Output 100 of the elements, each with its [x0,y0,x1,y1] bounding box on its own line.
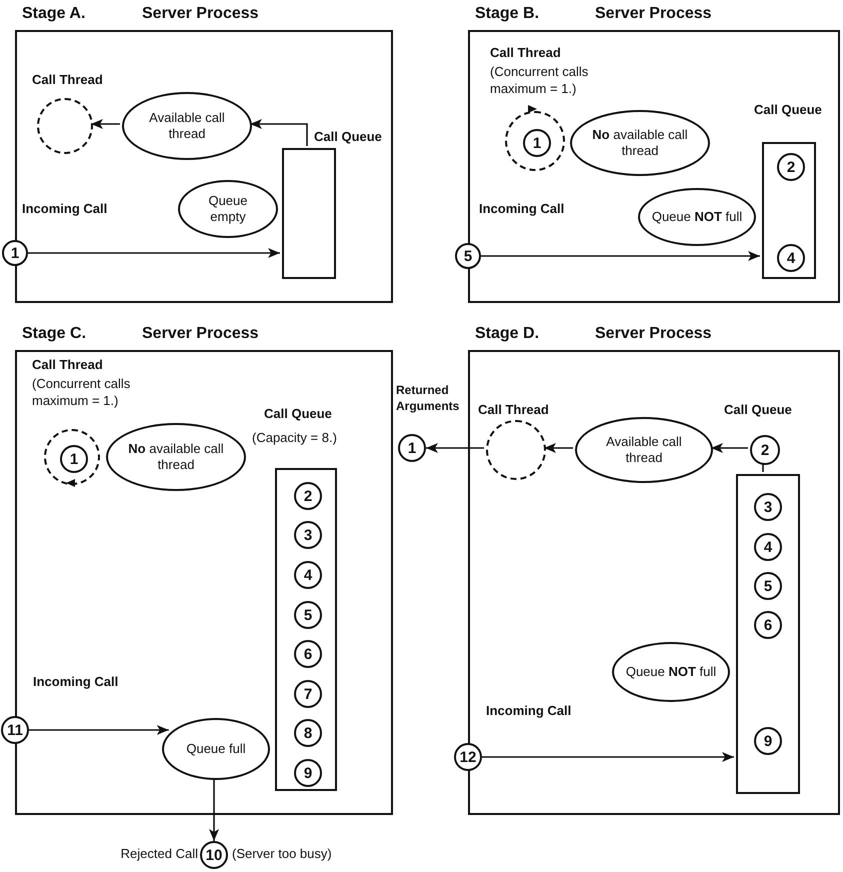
node-caption: Incoming Call [479,201,566,218]
stage-heading: Stage D. [475,325,540,343]
call-number: 5 [764,578,772,594]
call-number-circle [294,561,322,589]
panel-title: Server Process [142,5,259,23]
call-number: 12 [460,748,476,766]
call-number: 6 [304,646,312,662]
call-number: 7 [304,686,312,702]
call-queue-box [282,148,336,279]
call-number: 9 [764,732,772,750]
call-number-circle [294,601,322,629]
arrow [91,119,120,129]
panel-title: Server Process [595,5,712,23]
node-caption: (Capacity = 8.) [252,430,338,447]
call-number: 2 [304,488,312,504]
call-number: 2 [760,442,770,458]
call-number-circle [754,533,782,561]
call-thread-ring [505,111,565,171]
status-text: No available call thread [591,126,689,160]
stage-heading: Stage B. [475,5,540,23]
call-number-circle [454,743,482,771]
node-caption: (Concurrent calls maximum = 1.) [490,64,590,98]
arrow [28,248,280,258]
arrow [481,251,760,261]
node-caption: Call Queue [314,129,383,146]
call-thread-ring [44,429,100,485]
call-number: 10 [206,846,222,864]
call-number: 4 [786,250,796,266]
stage-heading: Stage A. [22,5,86,23]
call-number-circle [754,572,782,600]
arrow [209,778,219,841]
call-number-circle [200,841,228,869]
call-number-circle [777,153,805,181]
call-number-circle [2,240,28,266]
status-text: Queue NOT full [626,664,716,680]
status-text: Available call thread [148,110,226,142]
call-queue-box [275,468,337,791]
call-number-circle [294,719,322,747]
arrow [482,752,734,762]
call-number-circle [294,521,322,549]
call-number-circle [398,434,426,462]
panel-title: Server Process [595,325,712,343]
arrow [544,443,573,453]
arrow [426,443,484,453]
arrow [250,119,308,146]
call-number-circle [777,244,805,272]
arrow [711,443,748,453]
node-caption: Incoming Call [486,703,572,720]
call-queue-box [736,474,800,794]
arrow [29,725,169,735]
node-caption: Call Thread [32,72,104,89]
node-caption: Rejected Call [120,846,198,863]
node-caption: Call Queue [724,402,793,419]
call-number-circle [294,759,322,787]
node-caption: (Concurrent calls maximum = 1.) [32,376,132,410]
call-number: 4 [764,538,772,556]
call-thread-ring [37,98,93,154]
call-thread-ring [486,420,546,480]
call-number: 1 [408,440,416,456]
call-number: 11 [7,722,23,738]
call-number-circle [455,243,481,269]
call-number: 3 [304,526,312,544]
call-number-circle [294,680,322,708]
call-number: 5 [304,606,312,624]
status-text: Queue full [186,740,246,758]
call-number: 5 [464,248,472,264]
status-text: Queue NOT full [652,208,742,226]
node-caption: Incoming Call [22,201,108,218]
node-caption: Returned Arguments [396,383,460,414]
call-number-circle [294,640,322,668]
panel-title: Server Process [142,325,259,343]
call-number: 4 [304,566,312,584]
status-text: Queue empty [207,192,249,226]
call-number-circle [60,445,88,473]
call-number: 1 [532,134,542,152]
call-number-circle [523,129,551,157]
stage-heading: Stage C. [22,325,86,343]
node-caption: Call Thread [478,402,550,419]
call-number: 2 [786,158,796,176]
call-number: 8 [304,724,312,742]
call-number-circle [750,435,780,465]
call-number: 3 [764,498,772,516]
node-caption: Incoming Call [33,674,120,691]
call-number: 1 [10,244,20,262]
node-caption: Call Queue [264,406,333,423]
node-caption: Call Thread [32,357,104,374]
call-number-circle [754,611,782,639]
call-number-circle [754,727,782,755]
node-caption: Call Thread [490,45,562,62]
call-number-circle [754,493,782,521]
call-number-circle [294,482,322,510]
call-number-circle [1,716,29,744]
call-number: 9 [304,764,312,782]
node-caption: (Server too busy) [232,846,333,863]
call-queue-box [762,142,816,279]
status-text: Available call thread [605,434,683,466]
call-number: 6 [764,616,772,634]
node-caption: Call Queue [754,102,823,119]
call-number: 1 [70,450,78,468]
status-text: No available call thread [127,440,225,474]
